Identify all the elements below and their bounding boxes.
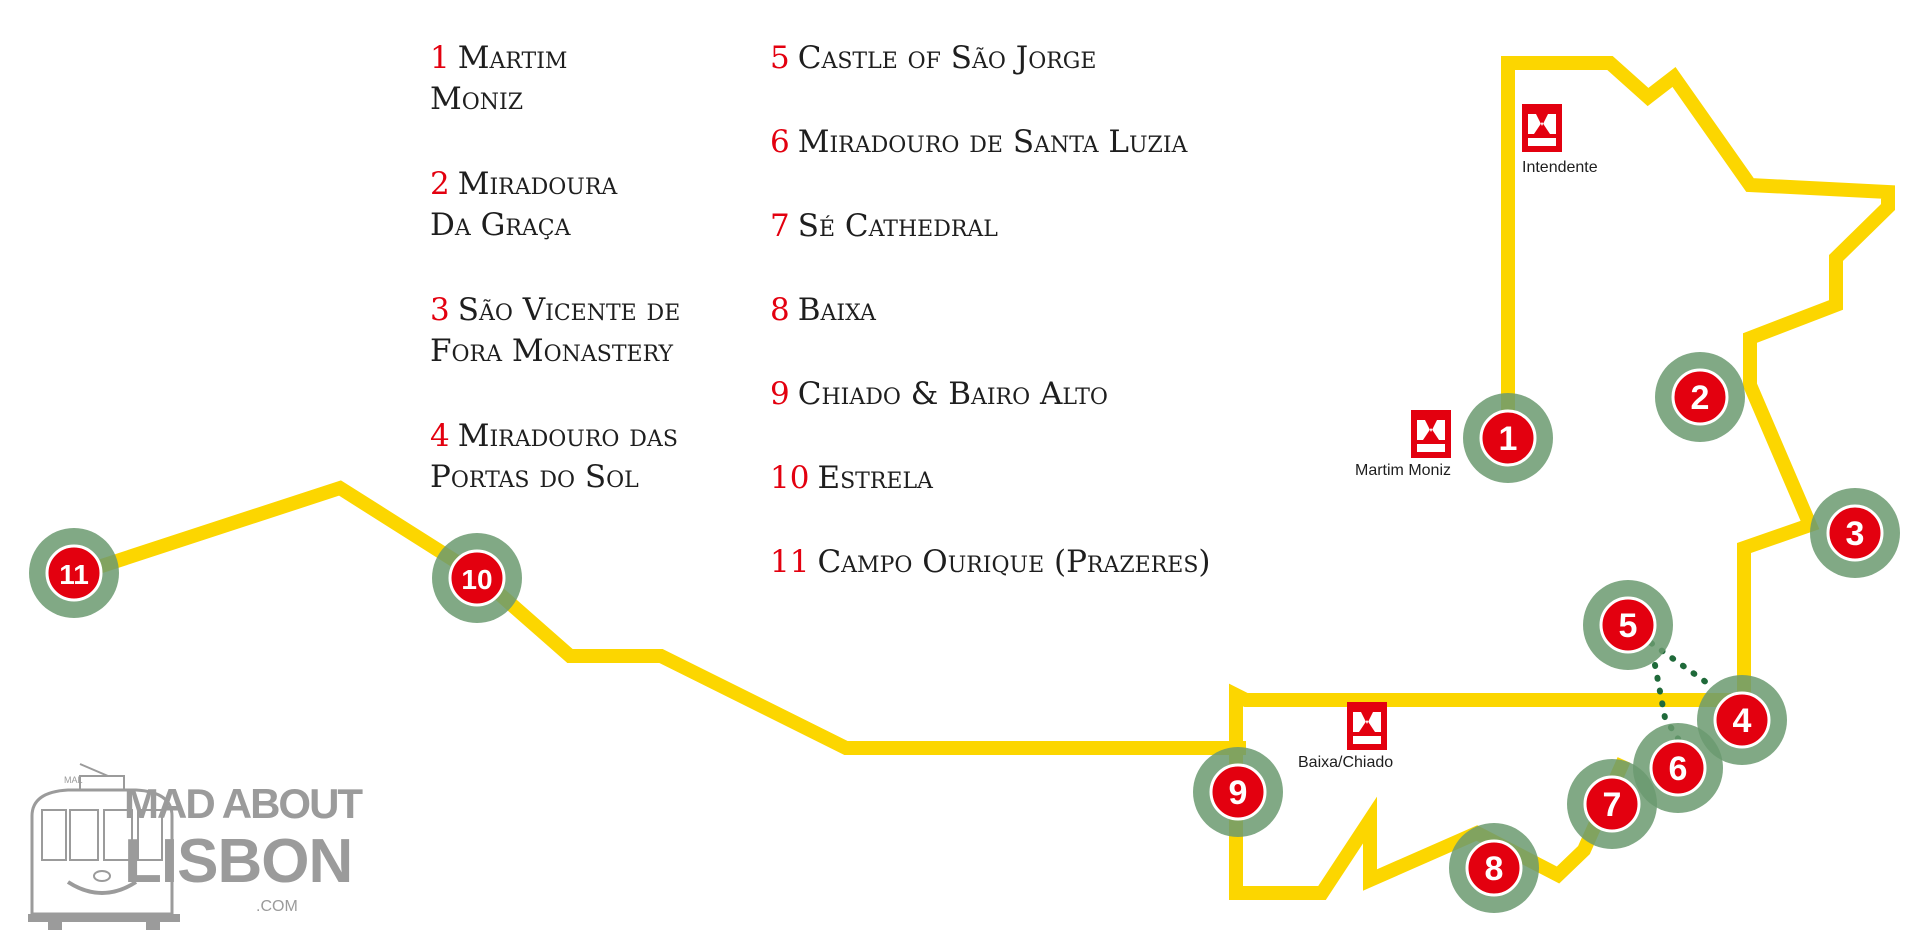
stop-1[interactable]: 1 [1463, 393, 1553, 483]
stop-9[interactable]: 9 [1193, 747, 1283, 837]
tram-icon [28, 763, 180, 930]
stop-number: 3 [1846, 515, 1865, 553]
stop-10[interactable]: 10 [432, 533, 522, 623]
stop-number: 9 [1229, 774, 1248, 812]
tram-route-line-west [71, 480, 1246, 755]
metro-m-icon [1411, 410, 1451, 458]
stop-number: 5 [1619, 607, 1638, 645]
logo-suffix: .COM [256, 898, 298, 915]
stop-5[interactable]: 5 [1583, 580, 1673, 670]
stop-number: 2 [1691, 379, 1710, 417]
stop-number: 7 [1603, 786, 1622, 824]
stop-number: 6 [1669, 750, 1688, 788]
stop-11[interactable]: 11 [29, 528, 119, 618]
stop-number: 10 [461, 564, 492, 595]
metro-m-icon [1522, 104, 1562, 152]
stop-6[interactable]: 6 [1633, 723, 1723, 813]
metro-label-intendente: Intendente [1522, 159, 1598, 176]
metro-m-icon [1347, 702, 1387, 750]
tram-route-line [1229, 56, 1895, 900]
logo-line-1: MAD ABOUT [124, 780, 363, 827]
stop-2[interactable]: 2 [1655, 352, 1745, 442]
stop-number: 8 [1485, 850, 1504, 888]
metro-label-martim-moniz: Martim Moniz [1355, 462, 1452, 479]
tram-sign-label: MAL [64, 775, 83, 785]
stop-number: 11 [59, 559, 89, 590]
logo-line-2: LISBON [124, 827, 353, 896]
stop-number: 1 [1499, 420, 1518, 458]
stop-number: 4 [1733, 702, 1752, 740]
stop-4[interactable]: 4 [1697, 675, 1787, 765]
stop-3[interactable]: 3 [1810, 488, 1900, 578]
metro-label-baixa-chiado: Baixa/Chiado [1298, 754, 1394, 771]
stop-7[interactable]: 7 [1567, 759, 1657, 849]
stop-8[interactable]: 8 [1449, 823, 1539, 913]
